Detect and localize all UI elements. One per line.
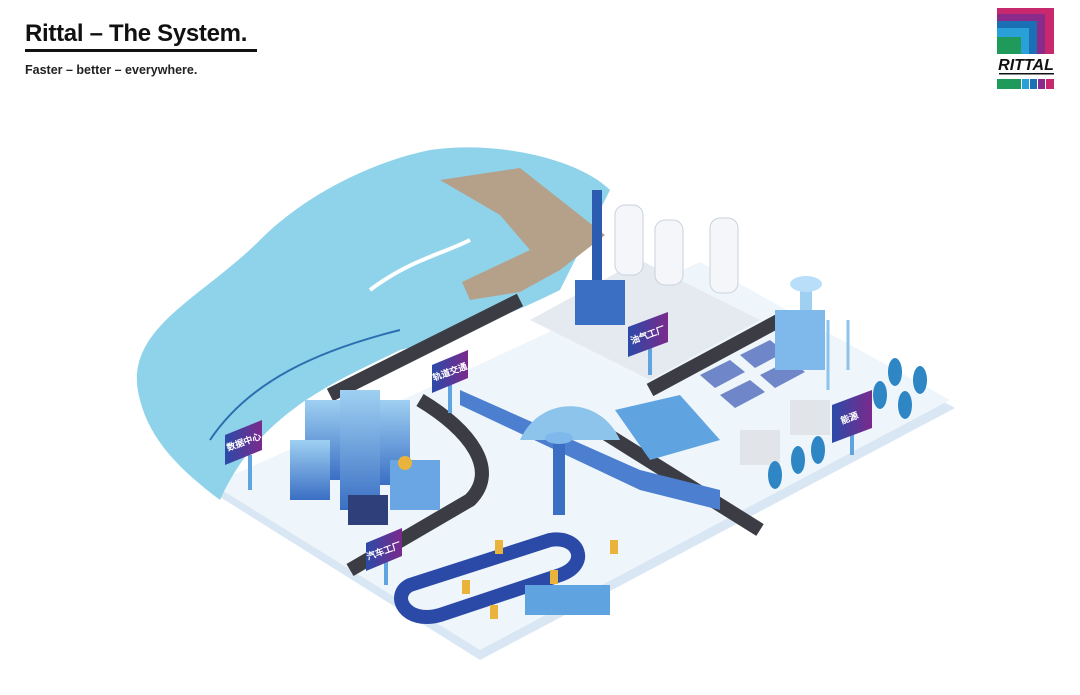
title-underline [25,49,257,52]
billboard-energy[interactable]: 能源 [832,390,872,455]
billboard-data-center[interactable]: 数据中心 [225,420,263,490]
water-wave [368,238,471,292]
trees [768,358,927,489]
rittal-logo[interactable]: RITTAL [996,7,1056,90]
river-water [136,147,611,501]
energy-station [740,276,850,465]
page-title: Rittal – The System. [25,20,248,47]
cargo-pier [440,168,605,300]
oil-gas-plant [530,190,760,380]
water-wave [209,329,401,441]
billboard-rail-transit[interactable]: 轨道交通 [431,350,469,413]
svg-text:RITTAL: RITTAL [998,57,1054,74]
auto-plant-line [394,532,618,624]
data-center-buildings [290,390,440,525]
tagline: Faster – better – everywhere. [25,63,198,77]
rail-station [460,390,720,515]
billboard-oil-gas-plant[interactable]: 油气工厂 [628,312,668,375]
billboard-auto-plant[interactable]: 汽车工厂 [365,528,403,585]
